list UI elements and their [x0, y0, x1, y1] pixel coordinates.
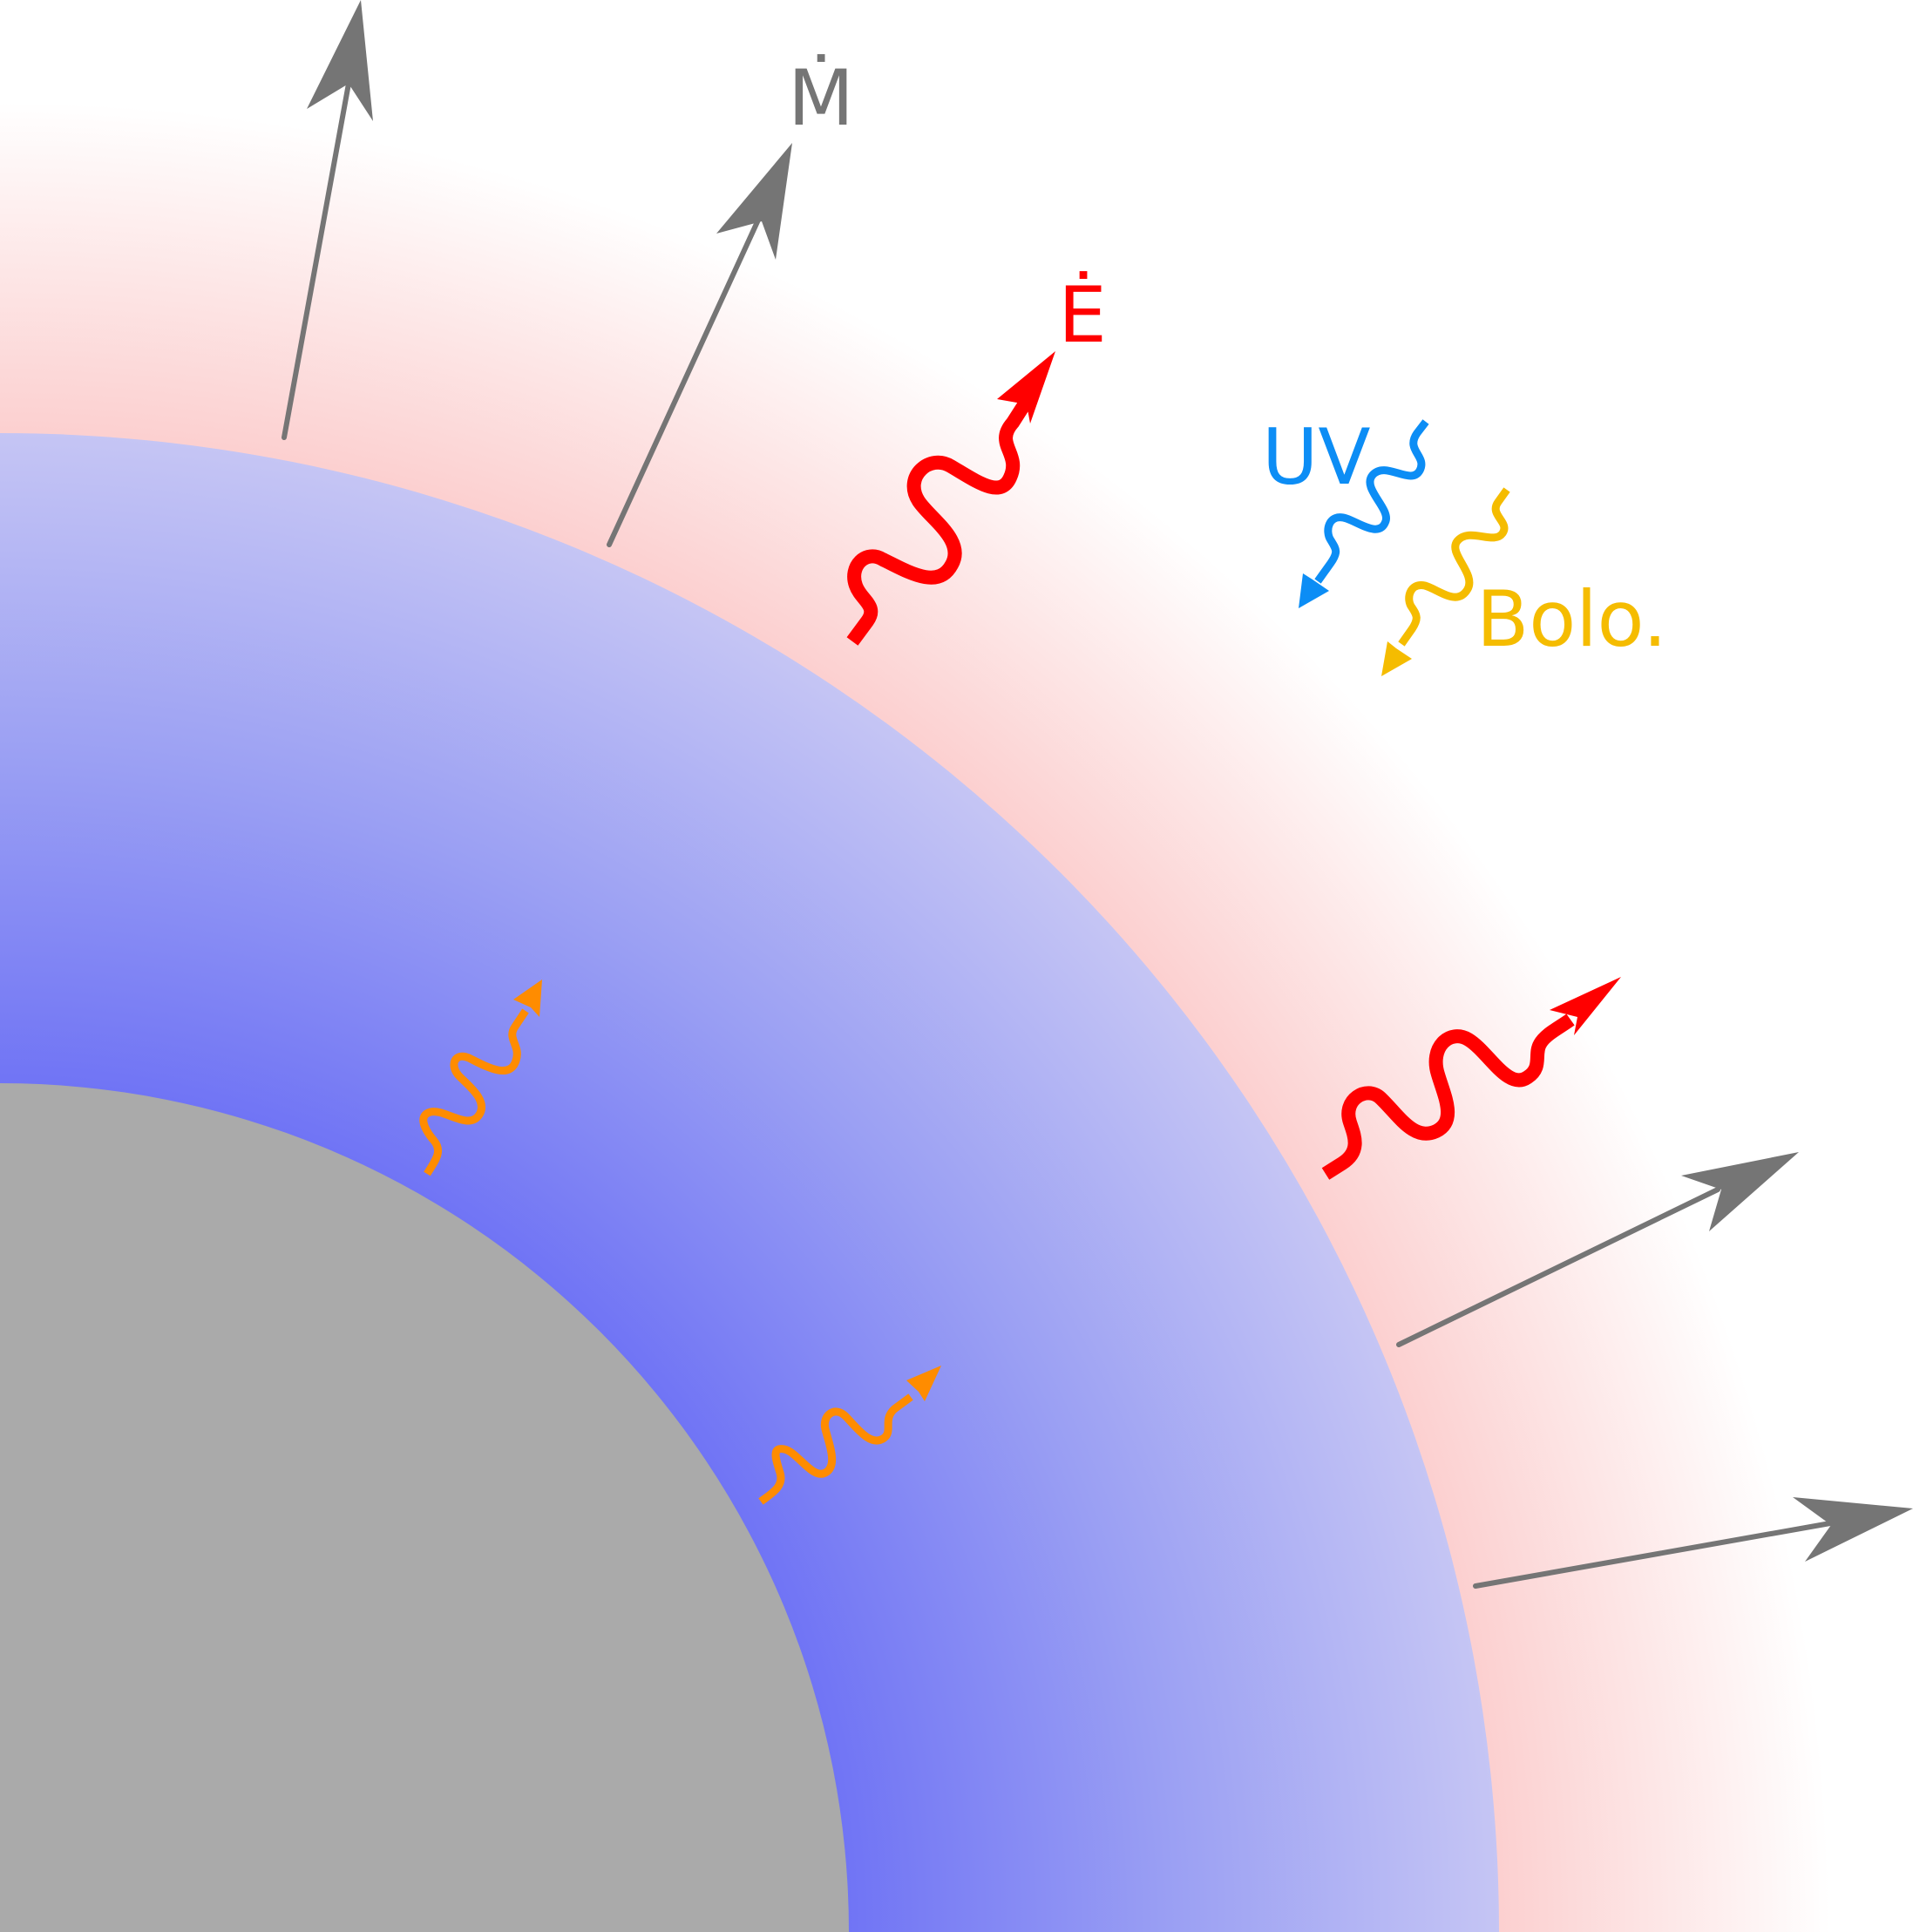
wavy-arrow-icon	[846, 397, 1033, 646]
arrowhead-icon	[307, 0, 373, 121]
arrowhead-icon	[513, 980, 542, 1017]
mass-loss-arrow-4	[1473, 1497, 1913, 1589]
arrowhead-icon	[997, 351, 1055, 424]
arrowhead-icon	[1381, 641, 1412, 676]
wavy-arrow-icon	[758, 1393, 913, 1505]
internal-wave-arrow-1	[419, 980, 542, 1176]
wavy-arrow-icon	[1314, 419, 1429, 584]
straight-arrow-icon	[282, 81, 351, 440]
wavy-arrow-icon	[1398, 487, 1510, 647]
mass-loss-label: Ṁ	[788, 53, 854, 143]
core	[0, 1083, 849, 1932]
energy-wave-arrow-2	[1321, 977, 1621, 1180]
straight-arrow-icon	[1396, 1187, 1720, 1347]
energy-label: Ė	[1058, 270, 1107, 360]
arrowhead-icon	[716, 143, 792, 260]
straight-arrow-icon	[1473, 1521, 1833, 1589]
arrowhead-icon	[1550, 977, 1621, 1035]
mass-loss-arrow-2	[607, 143, 792, 547]
uv-photon-arrow	[1299, 419, 1429, 608]
wavy-arrow-icon	[1321, 1013, 1575, 1180]
energy-wave-arrow-1	[846, 351, 1055, 646]
arrowhead-icon	[1681, 1152, 1799, 1231]
uv-label: UV	[1262, 412, 1371, 502]
internal-wave-arrow-2	[758, 1366, 941, 1505]
arrowhead-icon	[1299, 573, 1329, 608]
mass-loss-arrow-3	[1396, 1152, 1799, 1347]
arrowhead-icon	[906, 1366, 941, 1401]
bolo-label: Bolo.	[1476, 574, 1667, 664]
wavy-arrow-icon	[419, 1008, 529, 1176]
mass-loss-arrow-1	[282, 0, 373, 440]
arrowhead-icon	[1793, 1497, 1913, 1562]
straight-arrow-icon	[607, 214, 763, 547]
bolo-photon-arrow	[1381, 487, 1510, 676]
